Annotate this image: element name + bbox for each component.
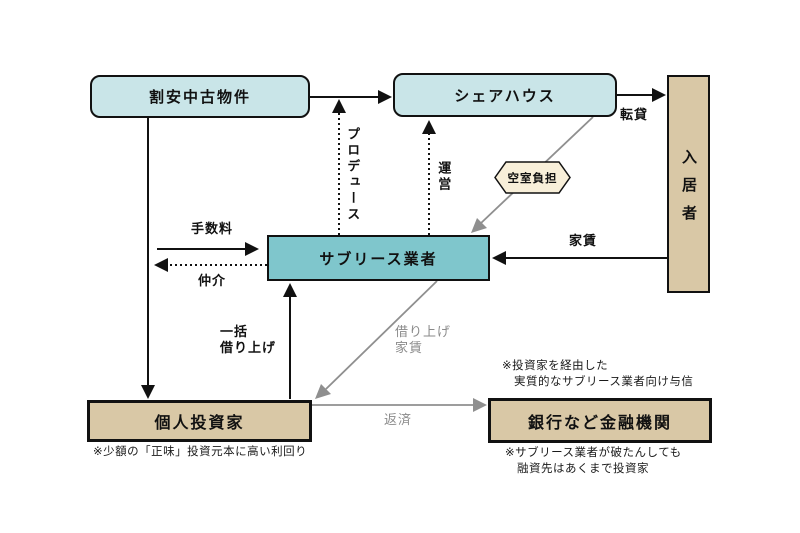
label-produce: プロデュース bbox=[345, 127, 361, 223]
label-repayment: 返済 bbox=[384, 412, 413, 427]
node-cheap-used-property-label: 割安中古物件 bbox=[148, 89, 251, 106]
node-sublease-operator: サブリース業者 bbox=[267, 235, 490, 281]
node-bank-label: 銀行など金融機関 bbox=[527, 414, 672, 432]
node-sublease-operator-label: サブリース業者 bbox=[319, 250, 438, 268]
label-leased-rent: 借り上げ 家賃 bbox=[395, 324, 452, 356]
label-rent: 家賃 bbox=[569, 233, 598, 248]
note-bank-credit: ※投資家を経由した 実質的なサブリース業者向け与信 bbox=[502, 360, 694, 388]
arrow-sublet bbox=[617, 88, 666, 102]
arrow-property-to-investor bbox=[141, 118, 155, 399]
node-share-house: シェアハウス bbox=[393, 73, 617, 117]
arrow-property-to-sharehouse bbox=[310, 90, 392, 104]
arrow-brokerage bbox=[154, 258, 267, 272]
arrow-leased-rent bbox=[315, 280, 438, 399]
label-brokerage: 仲介 bbox=[198, 273, 227, 288]
arrow-rent bbox=[492, 251, 667, 265]
vacancy-burden-badge-label: 空室負担 bbox=[507, 172, 558, 185]
node-individual-investor: 個人投資家 bbox=[87, 400, 312, 442]
label-bulk-lease: 一括 借り上げ bbox=[220, 324, 277, 356]
node-individual-investor-label: 個人投資家 bbox=[154, 415, 245, 432]
arrow-produce bbox=[332, 99, 346, 235]
arrow-bulk-lease bbox=[283, 283, 297, 399]
note-investor: ※少額の「正味」投資元本に高い利回り bbox=[93, 446, 308, 458]
vacancy-burden-badge-shape bbox=[494, 161, 571, 194]
arrow-operation bbox=[422, 120, 436, 235]
label-sublet: 転貸 bbox=[620, 107, 649, 122]
node-share-house-label: シェアハウス bbox=[454, 87, 556, 105]
note-bank-bankruptcy: ※サブリース業者が破たんしても 融資先はあくまで投資家 bbox=[505, 447, 682, 475]
node-cheap-used-property: 割安中古物件 bbox=[90, 75, 310, 118]
node-resident-label: 入居者 bbox=[680, 148, 697, 233]
arrow-repayment bbox=[312, 398, 487, 412]
label-commission: 手数料 bbox=[191, 221, 234, 236]
node-bank: 銀行など金融機関 bbox=[488, 398, 712, 443]
node-resident: 入居者 bbox=[667, 75, 710, 293]
arrow-commission bbox=[157, 242, 259, 256]
label-operation: 運営 bbox=[436, 161, 452, 193]
